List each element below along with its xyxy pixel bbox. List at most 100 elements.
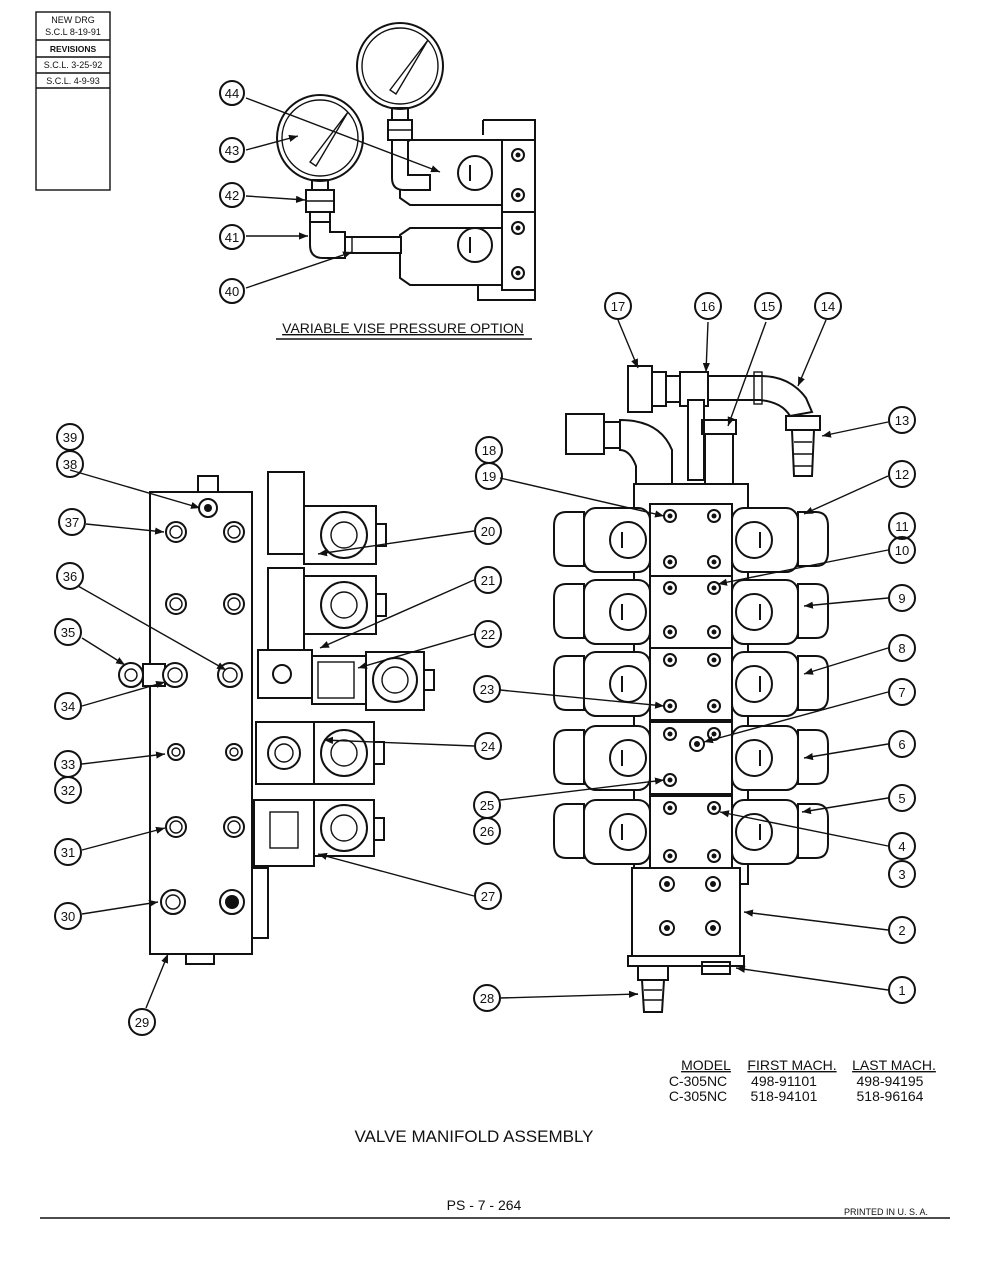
svg-text:30: 30: [61, 909, 75, 924]
leader-lines: [69, 97, 889, 1009]
printed-note: PRINTED IN U. S. A.: [844, 1207, 928, 1217]
svg-text:11: 11: [895, 519, 909, 534]
callout-10: 10: [888, 536, 916, 564]
svg-text:24: 24: [481, 739, 495, 754]
revision-entry: S.C.L. 4-9-93: [46, 76, 100, 86]
svg-text:40: 40: [225, 284, 239, 299]
model-table-cell: 498-91101: [751, 1073, 817, 1089]
svg-text:41: 41: [225, 230, 239, 245]
callout-42: 42: [219, 182, 245, 208]
svg-text:28: 28: [480, 991, 494, 1006]
drawing-title: VALVE MANIFOLD ASSEMBLY: [354, 1127, 593, 1146]
svg-text:42: 42: [225, 188, 239, 203]
svg-text:37: 37: [65, 515, 79, 530]
callout-1: 1: [888, 976, 916, 1004]
callout-16: 16: [694, 292, 722, 320]
model-table-header: FIRST MACH.: [747, 1057, 836, 1073]
svg-text:17: 17: [611, 299, 625, 314]
svg-text:39: 39: [63, 430, 77, 445]
callout-2: 2: [888, 916, 916, 944]
callout-29: 29: [128, 1008, 156, 1036]
callouts: 44 43 42 41 40 17 16 15 14 13 12 11 10 9…: [54, 80, 916, 1036]
callout-44: 44: [219, 80, 245, 106]
model-table-header: LAST MACH.: [852, 1057, 936, 1073]
callout-26: 26: [473, 817, 501, 845]
svg-text:3: 3: [898, 867, 905, 882]
svg-text:1: 1: [898, 983, 905, 998]
svg-text:19: 19: [482, 469, 496, 484]
svg-text:34: 34: [61, 699, 75, 714]
svg-text:6: 6: [898, 737, 905, 752]
callout-9: 9: [888, 584, 916, 612]
svg-text:15: 15: [761, 299, 775, 314]
callout-40: 40: [219, 278, 245, 304]
callout-11: 11: [888, 512, 916, 540]
callout-17: 17: [604, 292, 632, 320]
svg-text:27: 27: [481, 889, 495, 904]
svg-text:36: 36: [63, 569, 77, 584]
svg-text:9: 9: [898, 591, 905, 606]
svg-text:12: 12: [895, 467, 909, 482]
callout-4: 4: [888, 832, 916, 860]
model-table-cell: 518-96164: [857, 1088, 924, 1104]
svg-text:38: 38: [63, 457, 77, 472]
svg-text:8: 8: [898, 641, 905, 656]
callout-43: 43: [219, 137, 245, 163]
callout-39: 39: [56, 423, 84, 451]
svg-text:5: 5: [898, 791, 905, 806]
callout-14: 14: [814, 292, 842, 320]
callout-28: 28: [473, 984, 501, 1012]
callout-33: 33: [54, 750, 82, 778]
callout-34: 34: [54, 692, 82, 720]
svg-text:29: 29: [135, 1015, 149, 1030]
callout-5: 5: [888, 784, 916, 812]
svg-text:23: 23: [480, 682, 494, 697]
callout-31: 31: [54, 838, 82, 866]
model-table: MODEL FIRST MACH. LAST MACH. C-305NC 498…: [669, 1057, 936, 1104]
svg-text:32: 32: [61, 783, 75, 798]
callout-30: 30: [54, 902, 82, 930]
left-valve-stack: [253, 471, 435, 867]
svg-text:21: 21: [481, 573, 495, 588]
callout-21: 21: [474, 566, 502, 594]
svg-text:33: 33: [61, 757, 75, 772]
svg-text:18: 18: [482, 443, 496, 458]
callout-6: 6: [888, 730, 916, 758]
callout-15: 15: [754, 292, 782, 320]
model-table-header: MODEL: [681, 1057, 731, 1073]
svg-text:25: 25: [480, 798, 494, 813]
callout-8: 8: [888, 634, 916, 662]
svg-text:10: 10: [895, 543, 909, 558]
callout-20: 20: [474, 517, 502, 545]
model-table-cell: C-305NC: [669, 1088, 727, 1104]
svg-text:4: 4: [898, 839, 905, 854]
right-manifold-assembly: [553, 365, 829, 1013]
svg-text:26: 26: [480, 824, 494, 839]
svg-text:43: 43: [225, 143, 239, 158]
revision-entry: S.C.L. 3-25-92: [44, 60, 103, 70]
callout-12: 12: [888, 460, 916, 488]
revision-new-drg-date: S.C.L 8-19-91: [45, 27, 101, 37]
callout-25: 25: [473, 791, 501, 819]
callout-3: 3: [888, 860, 916, 888]
pressure-option-assembly: VARIABLE VISE PRESSURE OPTION: [276, 22, 536, 340]
callout-35: 35: [54, 618, 82, 646]
svg-text:35: 35: [61, 625, 75, 640]
callout-22: 22: [474, 620, 502, 648]
callout-37: 37: [58, 508, 86, 536]
callout-7: 7: [888, 678, 916, 706]
svg-text:14: 14: [821, 299, 835, 314]
option-title: VARIABLE VISE PRESSURE OPTION: [282, 320, 524, 336]
callout-13: 13: [888, 406, 916, 434]
manifold-ports: [160, 498, 245, 915]
svg-text:7: 7: [898, 685, 905, 700]
svg-text:31: 31: [61, 845, 75, 860]
callout-19: 19: [475, 462, 503, 490]
model-table-cell: C-305NC: [669, 1073, 727, 1089]
callout-41: 41: [219, 224, 245, 250]
svg-text:44: 44: [225, 86, 239, 101]
revision-block: NEW DRG S.C.L 8-19-91 REVISIONS S.C.L. 3…: [35, 11, 111, 191]
model-table-cell: 518-94101: [751, 1088, 818, 1104]
revision-new-drg: NEW DRG: [51, 15, 95, 25]
